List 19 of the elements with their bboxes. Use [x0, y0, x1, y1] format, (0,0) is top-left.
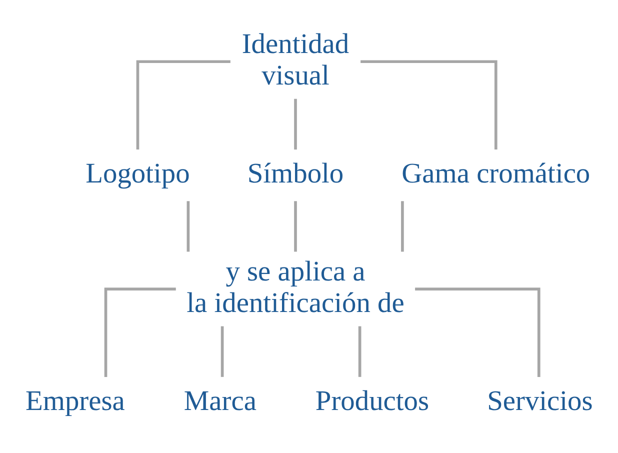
node-text: Identidad visual	[242, 29, 350, 92]
node-text: Gama cromático	[402, 158, 590, 190]
connector	[220, 326, 224, 377]
node-text: Logotipo	[86, 158, 190, 190]
node-text: Empresa	[26, 386, 125, 417]
connector	[360, 60, 498, 150]
connector	[136, 60, 230, 150]
node-text: Símbolo	[247, 158, 344, 190]
connector	[294, 201, 297, 252]
connector	[415, 288, 540, 377]
connector	[186, 201, 190, 252]
connector	[401, 201, 404, 252]
node-text: Marca	[184, 386, 256, 417]
connector	[358, 326, 362, 377]
node-text: y se aplica a la identificación de	[186, 256, 404, 319]
connector	[294, 98, 297, 150]
node-text: Servicios	[487, 386, 593, 417]
connector	[104, 288, 176, 377]
node-text: Productos	[315, 386, 430, 417]
